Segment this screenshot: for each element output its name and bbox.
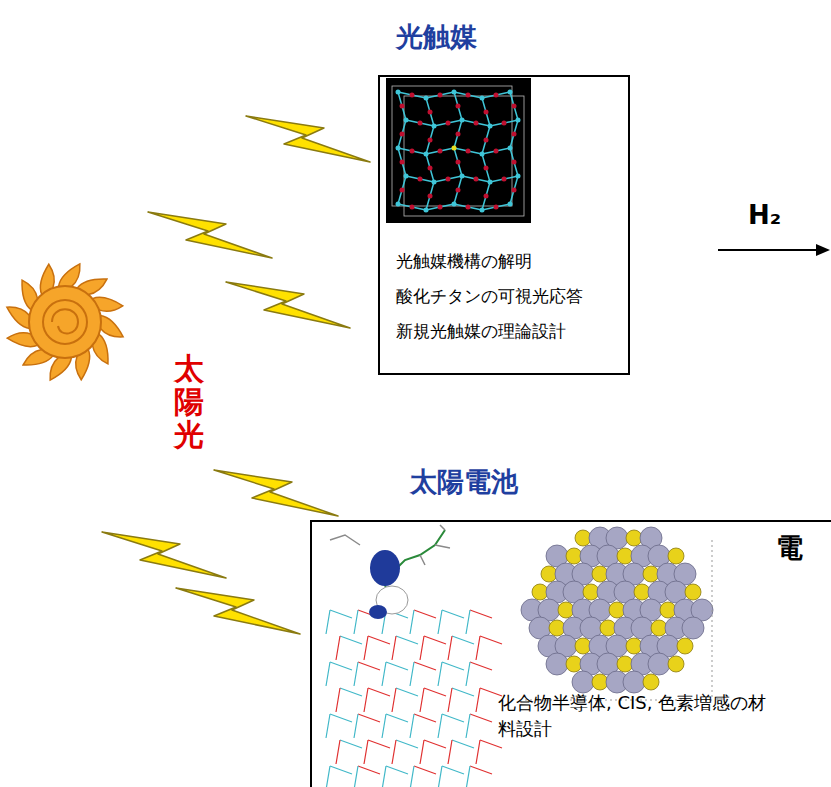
output-arrow bbox=[718, 244, 830, 256]
vertical-label: 太陽光 bbox=[174, 352, 204, 451]
box-text: 酸化チタンの可視光応答 bbox=[396, 284, 583, 309]
box-heading: 光触媒 bbox=[396, 19, 477, 55]
dye-sensitized-structure bbox=[326, 525, 502, 787]
crystal-structure bbox=[386, 78, 531, 223]
box-heading: 太陽電池 bbox=[410, 464, 518, 500]
sunlight-bolts bbox=[102, 116, 370, 634]
photocatalyst-box: 光触媒光触媒機構の解明酸化チタンの可視光応答新規光触媒の理論設計 bbox=[378, 75, 630, 375]
sun-icon bbox=[7, 264, 123, 380]
solar-cell-box: 太陽電池化合物半導体, CIS, 色素増感の材料設計 bbox=[310, 520, 831, 787]
output-label: H₂ bbox=[748, 200, 781, 230]
semiconductor-cluster bbox=[521, 527, 713, 700]
output-label: 電 bbox=[776, 530, 803, 566]
box-text: 化合物半導体, CIS, 色素増感の材料設計 bbox=[498, 690, 768, 742]
box-text: 新規光触媒の理論設計 bbox=[396, 319, 566, 344]
box-text: 光触媒機構の解明 bbox=[396, 249, 532, 274]
